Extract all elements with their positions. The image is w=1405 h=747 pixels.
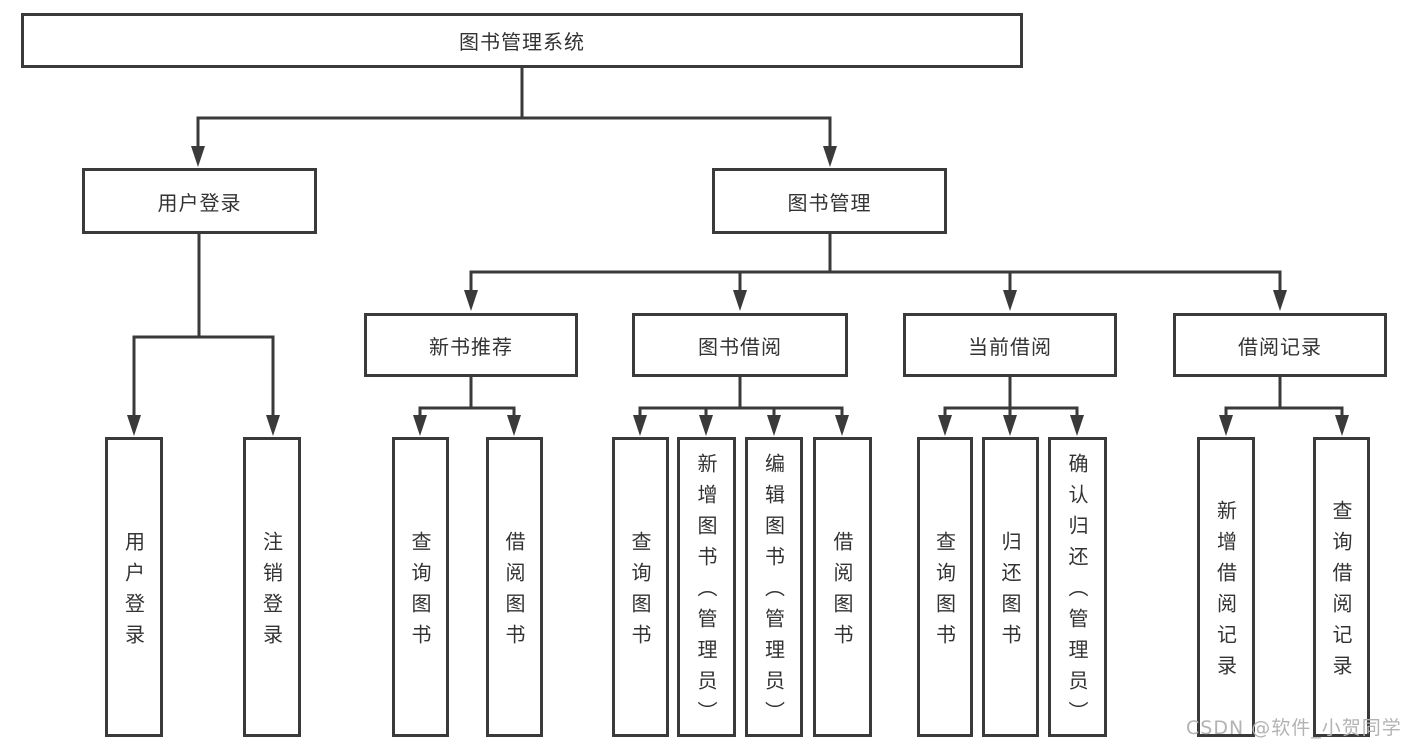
leaf-return-books: 归还图书 (982, 437, 1039, 737)
node-book-borrowing-label: 图书借阅 (698, 334, 782, 359)
leaf-return-books-label: 归还图书 (998, 530, 1022, 655)
node-current-borrowing: 当前借阅 (903, 313, 1117, 377)
leaf-add-books-admin-label: 新增图书（管理员） (694, 453, 718, 732)
leaf-query-borrow-record: 查询借阅记录 (1313, 437, 1370, 737)
leaf-user-login: 用户登录 (105, 437, 163, 737)
leaf-borrow-books-borrowing: 借阅图书 (813, 437, 872, 737)
node-current-borrowing-label: 当前借阅 (968, 334, 1052, 359)
node-book-management: 图书管理 (712, 168, 947, 234)
leaf-borrow-books-recommend: 借阅图书 (486, 437, 543, 737)
leaf-query-books-borrowing: 查询图书 (612, 437, 669, 737)
leaf-confirm-return-admin-label: 确认归还（管理员） (1065, 453, 1089, 732)
node-user-login: 用户登录 (82, 168, 317, 234)
node-book-management-label: 图书管理 (787, 190, 872, 215)
leaf-add-books-admin: 新增图书（管理员） (677, 437, 736, 737)
leaf-edit-books-admin-label: 编辑图书（管理员） (761, 453, 786, 732)
leaf-borrow-books-recommend-label: 借阅图书 (502, 530, 526, 655)
node-user-login-label: 用户登录 (157, 190, 242, 215)
node-borrowing-records: 借阅记录 (1173, 313, 1387, 377)
leaf-add-borrow-record: 新增借阅记录 (1197, 437, 1255, 737)
leaf-logout: 注销登录 (243, 437, 301, 737)
leaf-query-books-recommend: 查询图书 (392, 437, 449, 737)
leaf-user-login-label: 用户登录 (121, 530, 146, 655)
node-new-book-recommend: 新书推荐 (364, 313, 578, 377)
leaf-confirm-return-admin: 确认归还（管理员） (1048, 437, 1107, 737)
node-new-book-recommend-label: 新书推荐 (429, 334, 513, 359)
leaf-edit-books-admin: 编辑图书（管理员） (745, 437, 803, 737)
node-root-library-system: 图书管理系统 (21, 13, 1023, 68)
leaf-query-books-current-label: 查询图书 (932, 530, 957, 655)
csdn-watermark: CSDN @软件_小贺同学 (1186, 717, 1402, 739)
leaf-logout-label: 注销登录 (259, 530, 284, 655)
node-borrowing-records-label: 借阅记录 (1238, 334, 1322, 359)
leaf-query-books-recommend-label: 查询图书 (408, 530, 432, 655)
leaf-borrow-books-borrowing-label: 借阅图书 (830, 530, 854, 655)
leaf-add-borrow-record-label: 新增借阅记录 (1213, 499, 1238, 686)
leaf-query-borrow-record-label: 查询借阅记录 (1329, 499, 1353, 686)
leaf-query-books-current: 查询图书 (917, 437, 973, 737)
node-book-borrowing: 图书借阅 (632, 313, 848, 377)
leaf-query-books-borrowing-label: 查询图书 (628, 530, 652, 655)
node-root-label: 图书管理系统 (459, 30, 585, 54)
